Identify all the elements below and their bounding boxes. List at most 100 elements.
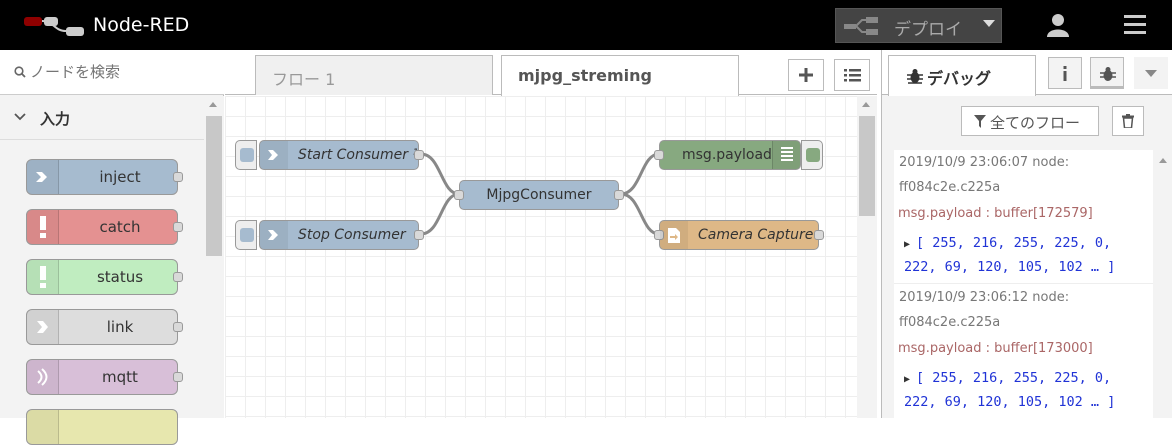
inject-trigger-button[interactable] (235, 140, 257, 170)
bug-icon (1100, 67, 1116, 81)
node-label: Camera Capture (698, 227, 814, 243)
user-icon[interactable] (1046, 13, 1070, 37)
output-port (173, 222, 183, 232)
message-topic: msg.payload : buffer[172579] (898, 206, 1093, 221)
palette-category-title: 入力 (40, 110, 71, 128)
debug-toggle-button[interactable] (801, 140, 823, 170)
clear-messages-button[interactable] (1112, 106, 1144, 136)
node-start-consumer[interactable]: Start Consumer ¹ (259, 140, 424, 170)
palette-node-mqtt[interactable]: mqtt (26, 359, 183, 395)
output-port (173, 322, 183, 332)
palette-scroll-thumb[interactable] (206, 116, 222, 256)
palette-node-label: mqtt (102, 368, 138, 386)
header-bar: Node-RED デプロイ (0, 0, 1172, 50)
debug-message-list[interactable]: 2019/10/9 23:06:07 node: ff084c2e.c225a … (894, 150, 1153, 418)
output-port (173, 272, 183, 282)
tab-label: mjpg_streming (518, 66, 652, 85)
info-icon (1063, 66, 1067, 81)
palette-node-catch[interactable]: catch (26, 209, 183, 245)
value-text: [ 255, 216, 255, 225, 0, (916, 370, 1112, 386)
value-line: ▶ [ 255, 216, 255, 225, 0, (904, 367, 1149, 391)
deploy-icon (844, 17, 878, 35)
palette-node-link[interactable]: link (26, 309, 183, 345)
palette: 入力 inject catch status link (0, 50, 224, 445)
scroll-up-icon[interactable] (1159, 158, 1167, 163)
input-port[interactable] (654, 230, 664, 240)
output-port[interactable] (614, 190, 624, 200)
output-port (173, 372, 183, 382)
debug-message[interactable]: 2019/10/9 23:06:07 node: ff084c2e.c225a … (894, 150, 1153, 284)
palette-node-inject[interactable]: inject (26, 159, 183, 195)
node-stop-consumer[interactable]: Stop Consumer (259, 220, 424, 250)
node-camera-capture[interactable]: Camera Capture (654, 220, 824, 250)
output-port[interactable] (414, 150, 424, 160)
info-button[interactable] (1048, 57, 1082, 89)
caret-right-icon[interactable]: ▶ (904, 374, 911, 385)
debug-toolbar: 全てのフロー (882, 96, 1172, 148)
debug-scrollbar[interactable] (1153, 150, 1172, 418)
wire[interactable] (420, 152, 460, 196)
tab-flow-1[interactable]: フロー 1 (255, 55, 493, 95)
exclamation-icon (27, 210, 59, 244)
tab-label: フロー 1 (272, 70, 336, 89)
scroll-up-icon[interactable] (862, 102, 870, 107)
node-mjpg-consumer[interactable]: MjpgConsumer (454, 180, 624, 210)
wire[interactable] (620, 152, 660, 196)
deploy-label: デプロイ (894, 20, 962, 40)
palette-scrollbar[interactable] (204, 96, 224, 418)
palette-node-partial[interactable] (26, 409, 178, 445)
caret-down-icon[interactable] (983, 20, 995, 27)
filter-label: 全てのフロー (990, 114, 1081, 132)
add-flow-button[interactable] (788, 59, 824, 91)
message-topic: msg.payload : buffer[173000] (898, 341, 1093, 356)
search-icon (14, 66, 26, 78)
debug-message[interactable]: 2019/10/9 23:06:12 node: ff084c2e.c225a … (894, 285, 1153, 418)
tab-mjpg-streming[interactable]: mjpg_streming (501, 55, 739, 96)
debug-tab-button[interactable] (1090, 57, 1124, 89)
node-icon (27, 410, 59, 444)
value-text: [ 255, 216, 255, 225, 0, (916, 235, 1112, 251)
exclamation-icon (27, 260, 59, 294)
palette-search-input[interactable] (30, 60, 210, 84)
message-value[interactable]: ▶ [ 255, 216, 255, 225, 0, 222, 69, 120, … (904, 232, 1149, 278)
message-meta: 2019/10/9 23:06:12 node: ff084c2e.c225a (899, 290, 1070, 330)
palette-node-label: link (106, 318, 134, 336)
wire[interactable] (620, 192, 660, 236)
node-debug-msg-payload[interactable]: msg.payload (654, 140, 801, 170)
arrow-in-icon (27, 160, 59, 194)
link-in-icon (27, 310, 59, 344)
flow-list-button[interactable] (834, 59, 870, 91)
filter-flows-button[interactable]: 全てのフロー (961, 106, 1099, 136)
sidebar-menu-button[interactable] (1134, 57, 1168, 89)
value-line: 222, 69, 120, 105, 102 … ] (904, 259, 1116, 275)
node-label: Start Consumer ¹ (298, 147, 419, 163)
tab-debug[interactable]: デバッグ (888, 55, 1036, 96)
trash-icon (1122, 114, 1134, 128)
arrow-in-icon (260, 221, 288, 249)
message-meta: 2019/10/9 23:06:07 node: ff084c2e.c225a (899, 155, 1070, 195)
palette-node-status[interactable]: status (26, 259, 183, 295)
canvas-scroll-thumb[interactable] (859, 116, 875, 216)
caret-right-icon[interactable]: ▶ (904, 239, 911, 250)
workspace-tabbar: フロー 1 mjpg_streming (225, 50, 877, 96)
output-port[interactable] (814, 230, 824, 240)
inject-trigger-button[interactable] (235, 220, 257, 250)
filter-icon (974, 115, 986, 128)
node-label: MjpgConsumer (486, 187, 592, 203)
scroll-up-icon[interactable] (209, 102, 217, 107)
palette-category-header[interactable]: 入力 (0, 96, 204, 140)
app-title: Node-RED (93, 14, 190, 36)
input-port[interactable] (454, 190, 464, 200)
wire[interactable] (420, 192, 460, 236)
deploy-button[interactable]: デプロイ (835, 8, 1002, 43)
sidebar-tabbar: デバッグ (882, 50, 1172, 96)
canvas-scrollbar[interactable] (857, 96, 877, 418)
input-port[interactable] (654, 150, 664, 160)
flow-canvas[interactable]: Start Consumer ¹ Stop Consumer MjpgConsu… (225, 96, 857, 418)
node-label: Stop Consumer (298, 227, 406, 243)
menu-icon[interactable] (1124, 15, 1146, 35)
message-value[interactable]: ▶[ 255, 216, 255, 225, 0, 222, 69, 120, … (904, 367, 1149, 413)
node-label: msg.payload (682, 147, 772, 163)
output-port[interactable] (414, 230, 424, 240)
palette-node-label: catch (99, 218, 141, 236)
